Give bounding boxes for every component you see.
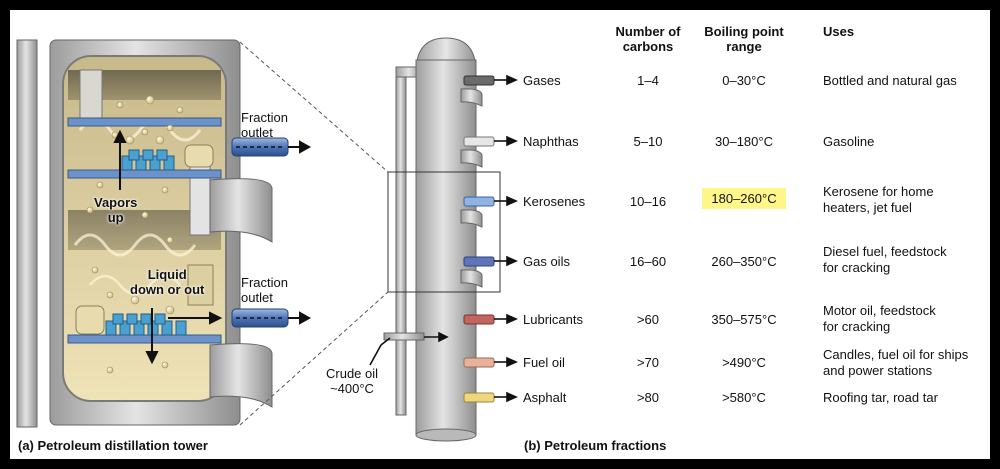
label-crude-oil: Crude oil~400°C	[326, 366, 379, 396]
header-uses: Uses	[823, 24, 855, 39]
lower-collar	[209, 343, 273, 408]
diagram-graphics	[16, 37, 518, 442]
upper-collar	[209, 178, 273, 243]
fraction-taps	[463, 75, 495, 403]
middle-tray	[67, 169, 222, 179]
support-pipe	[16, 39, 38, 428]
caption-panel-a: (a) Petroleum distillation tower	[18, 438, 208, 453]
upper-tray	[67, 117, 222, 127]
lower-tray	[67, 334, 222, 344]
highlighted-boiling-range: 180–260°C	[702, 188, 786, 209]
caption-panel-b: (b) Petroleum fractions	[524, 438, 667, 453]
distillation-column	[415, 59, 477, 436]
